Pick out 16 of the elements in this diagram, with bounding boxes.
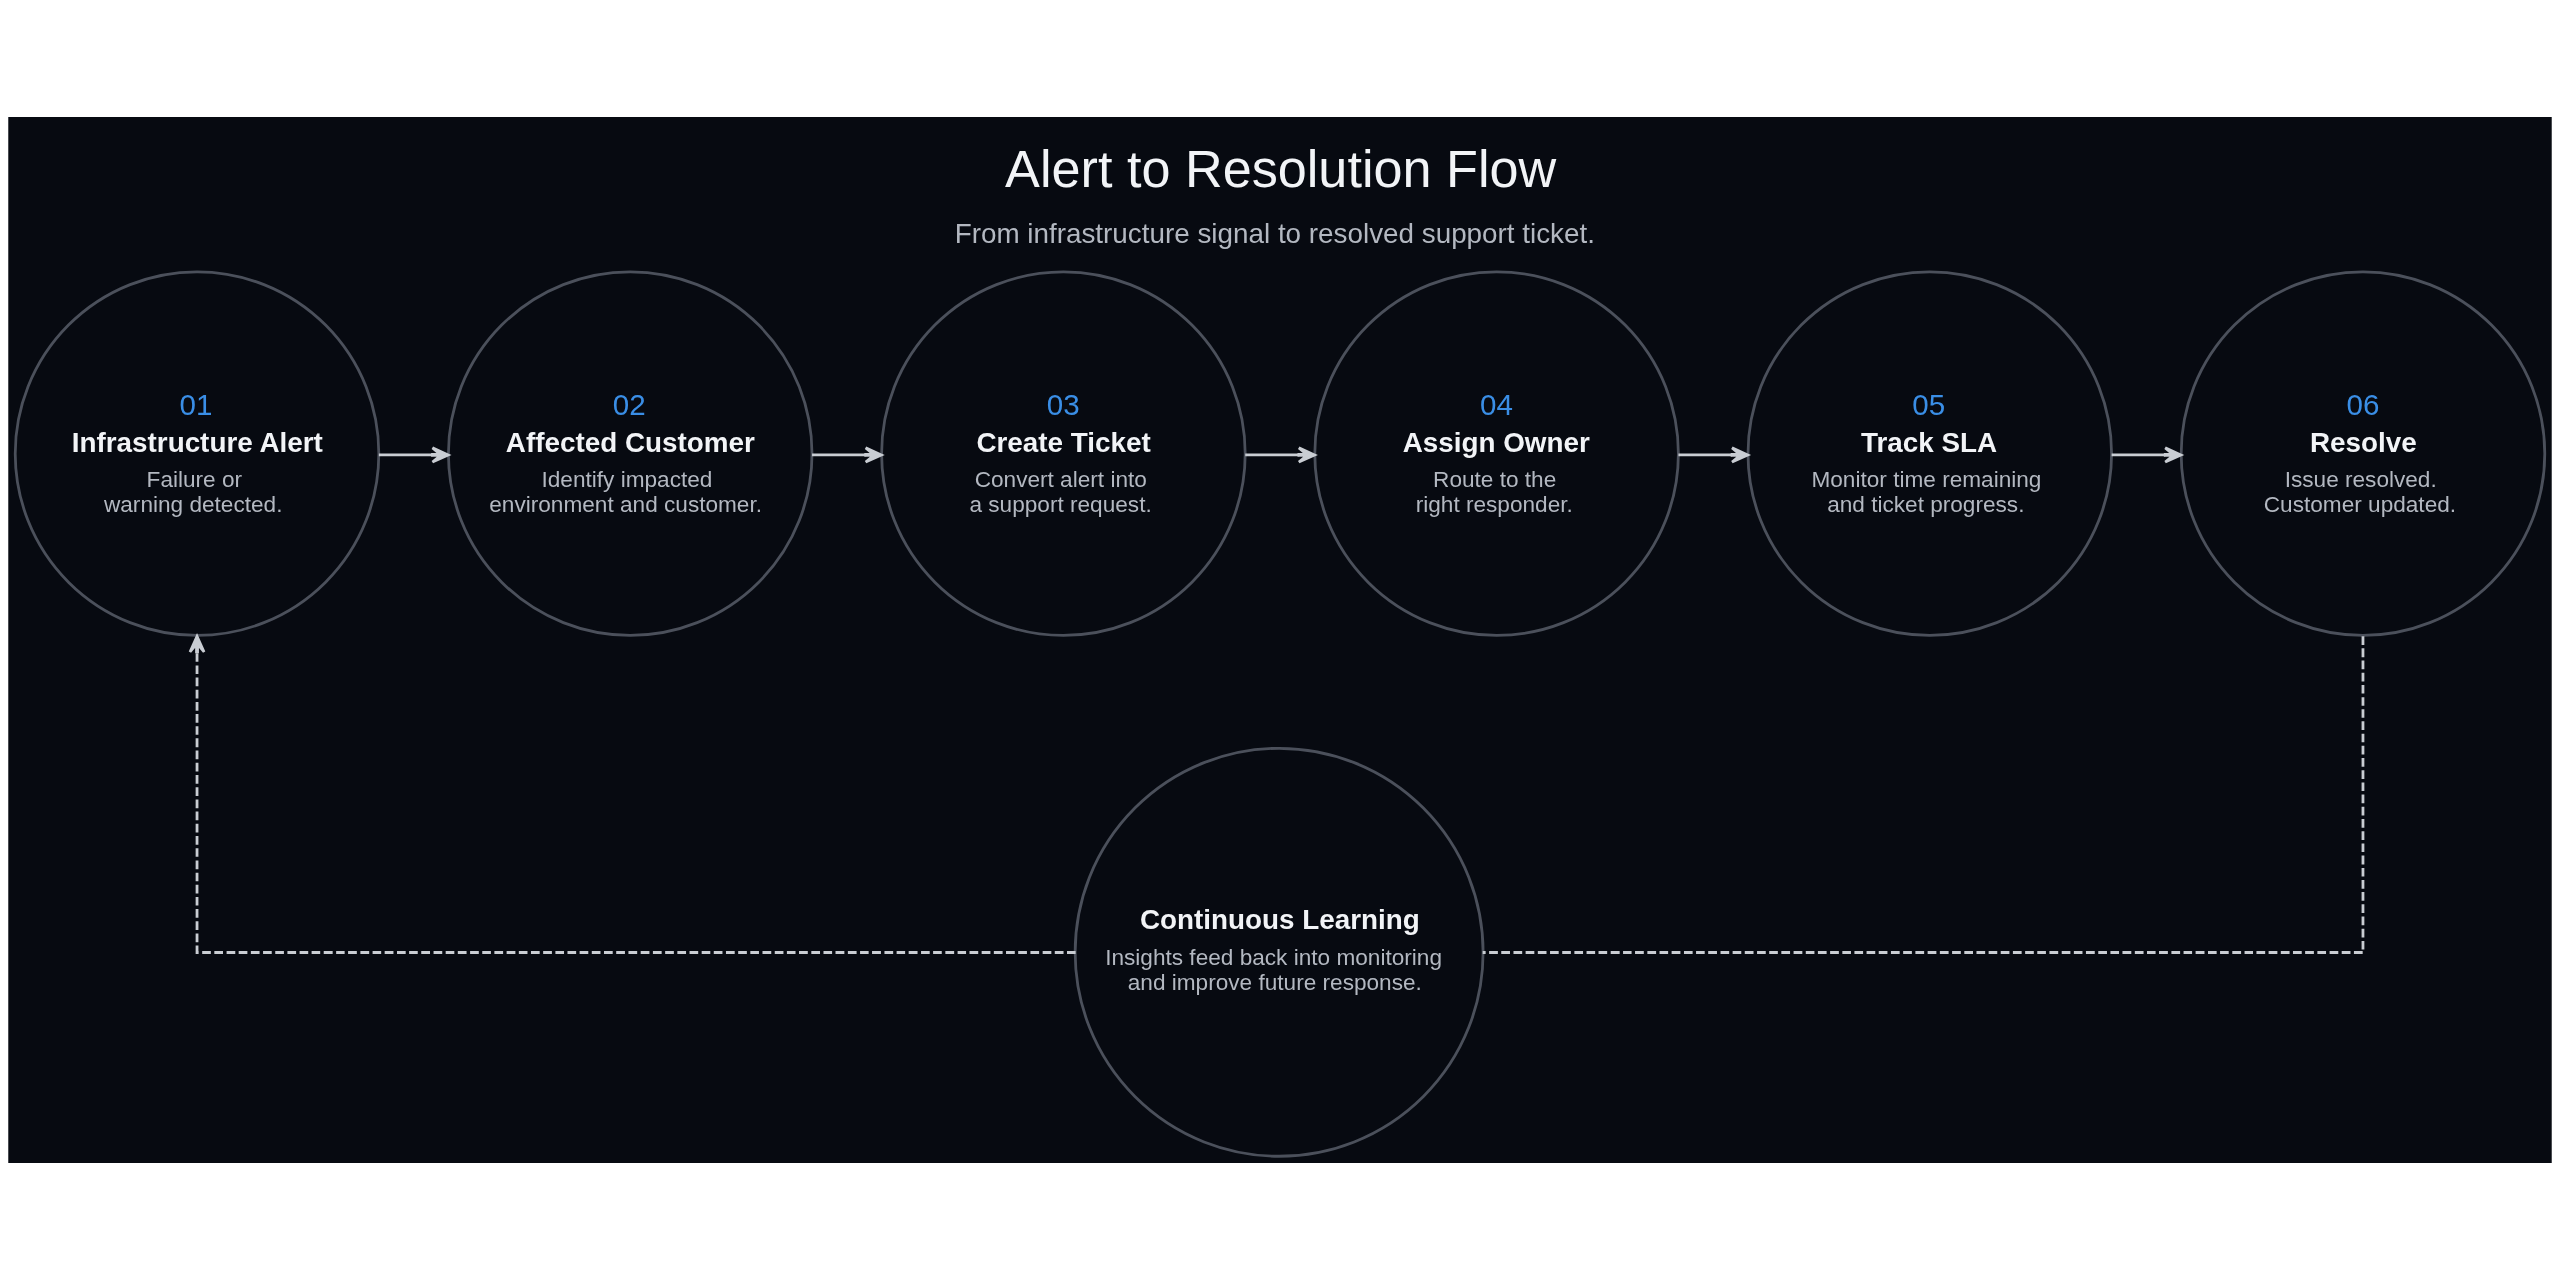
arrow	[2111, 446, 2183, 464]
node-circle: 06 Resolve Issue resolved. Customer updated.	[2179, 270, 2547, 637]
node-circle: 03 Create Ticket Convert alert into a support request.	[880, 270, 1247, 637]
node-circle: 05 Track SLA Monitor time remaining and ticket progress.	[1746, 270, 2113, 637]
diagram-title: Alert to Resolution Flow	[1005, 140, 1557, 199]
connector	[1482, 636, 2365, 954]
arrow	[1245, 446, 1316, 464]
node-circle: 01 Infrastructure Alert Failure or warning detected.	[13, 270, 381, 637]
caption: From infrastructure signal to resolved support ticket.	[954, 217, 1595, 249]
arrow	[188, 634, 1076, 954]
node-circle: 04 Assign Owner Route to the right responder.	[1313, 270, 1680, 637]
arrow	[1678, 446, 1750, 464]
node-circle: Continuous Learning Insights feed back into monitoring and improve future response.	[1073, 746, 1485, 1158]
arrow	[812, 446, 883, 464]
node-circle: 02 Affected Customer Identify impacted environment and customer.	[447, 270, 814, 637]
arrow	[378, 446, 450, 464]
